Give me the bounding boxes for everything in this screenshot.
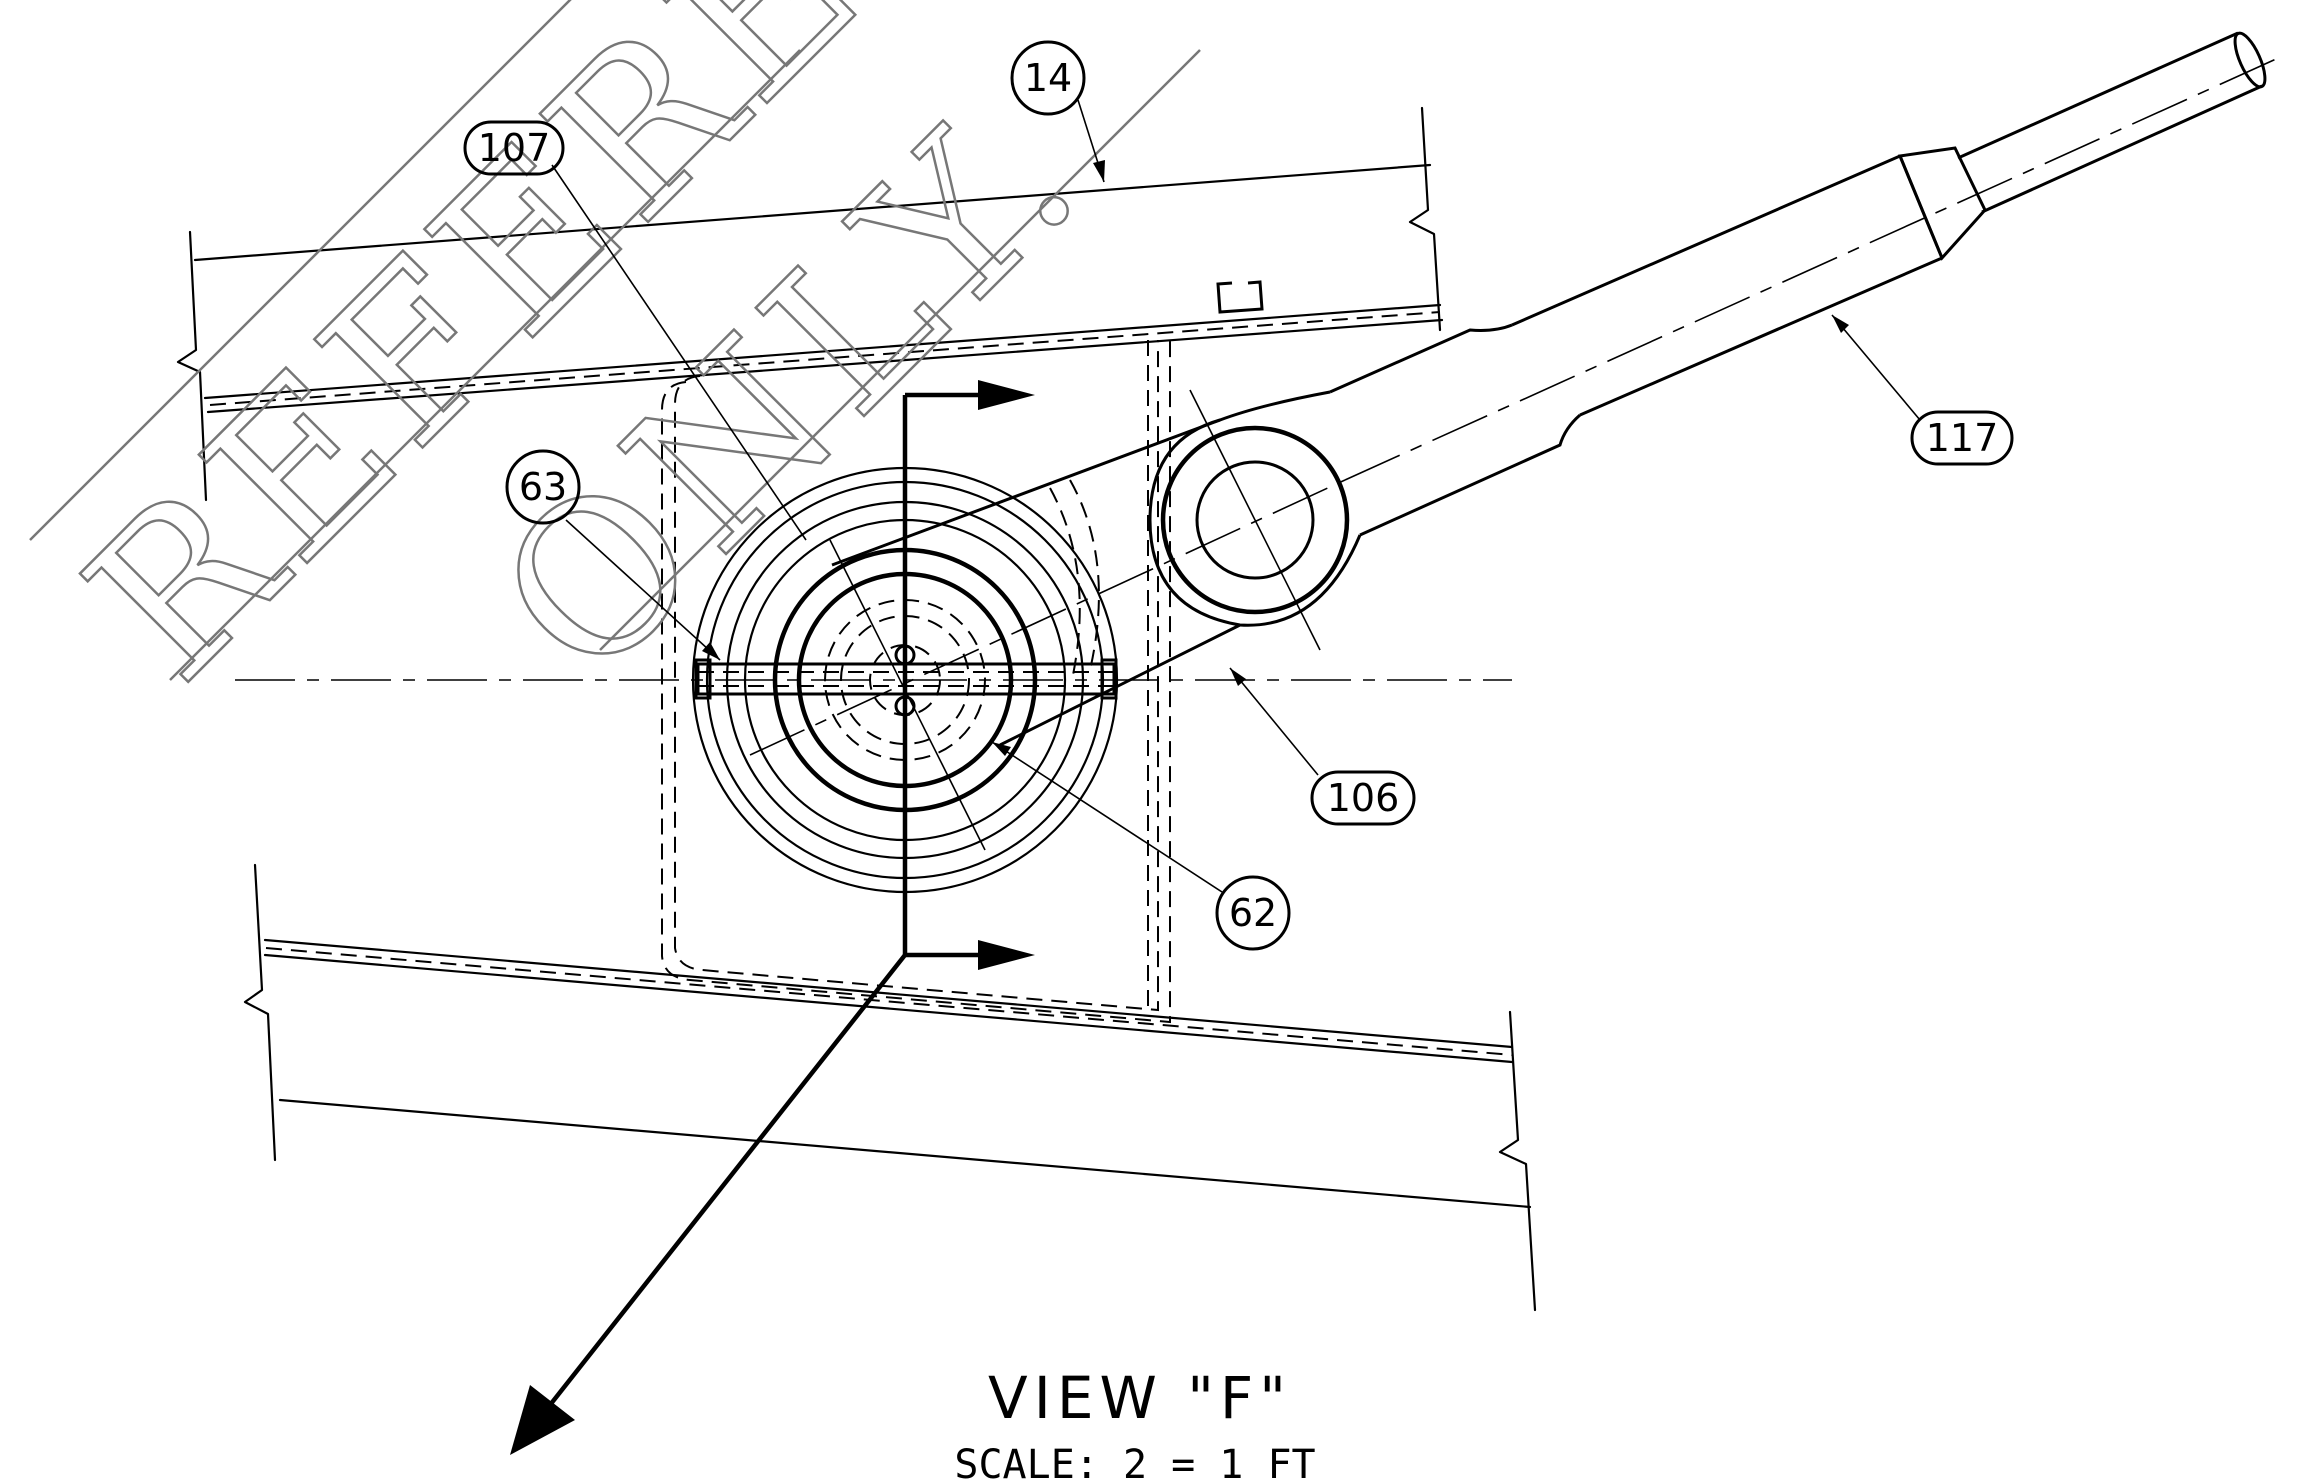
callout-14-label: 14 [1024,56,1072,100]
callout-62-label: 62 [1229,891,1277,935]
main-pin-assembly [691,466,1119,894]
callout-107-label: 107 [478,126,551,170]
view-scale: SCALE: 2 = 1 FT [954,1442,1315,1481]
channel-symbol [1216,280,1264,314]
callout-62: 62 [991,741,1291,951]
lower-beam [243,863,1537,1312]
callout-63-label: 63 [519,465,567,509]
callout-14: 14 [1010,40,1105,183]
link-centerlines [749,54,2286,851]
tie-rod [1329,31,2267,537]
upper-beam [176,106,1444,502]
callout-117: 117 [1831,314,2014,466]
gusset-plate [661,335,1171,1024]
clevis-link [831,390,1362,747]
callout-106: 106 [1229,667,1416,826]
section-cut-marker [902,380,1035,970]
callout-117-label: 117 [1926,416,1999,460]
callout-106-label: 106 [1327,776,1400,820]
view-direction-arrow [510,953,907,1455]
callout-63: 63 [505,449,721,661]
reference-only-watermark: REFERENCE ONLY. [29,0,1284,727]
callout-107: 107 [463,120,807,541]
view-title: VIEW "F" [988,1364,1292,1432]
